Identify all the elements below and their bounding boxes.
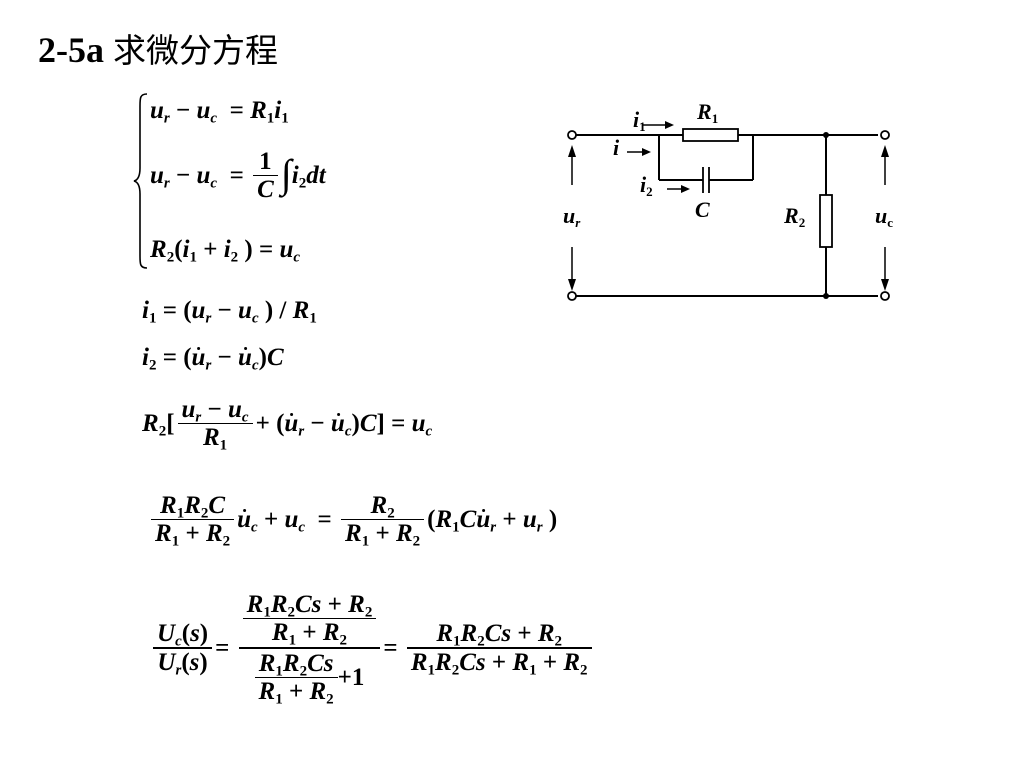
title-text: 求微分方程 [113,31,278,70]
label-uc: uc [875,203,893,230]
label-i1: i1 [633,107,646,134]
label-c: C [695,197,710,222]
slide-title: 2-5a 求微分方程 [38,24,278,72]
label-r2: R2 [783,203,805,230]
label-ur: ur [563,203,581,230]
label-i2: i2 [640,172,653,199]
system-brace [133,93,148,269]
resistor-r1 [682,128,739,142]
terminal-output-bottom [880,291,890,301]
label-i: i [613,135,620,160]
label-r1: R1 [696,99,718,126]
equation-1: ur − uc = R1i1 [150,97,289,127]
terminal-input-top [567,130,577,140]
rc-circuit-diagram: i1 R1 i i2 C ur R2 uc [563,99,893,301]
title-code: 2-5a [38,30,104,70]
equation-i1: i1 = (ur − uc ) / R1 [142,297,317,327]
resistor-r2 [819,194,833,248]
terminal-input-bottom [567,291,577,301]
terminal-output-top [880,130,890,140]
equation-3: R2(i1 + i2 ) = uc [150,236,301,266]
equation-i2: i2 = (ur − uc)C [142,344,284,374]
